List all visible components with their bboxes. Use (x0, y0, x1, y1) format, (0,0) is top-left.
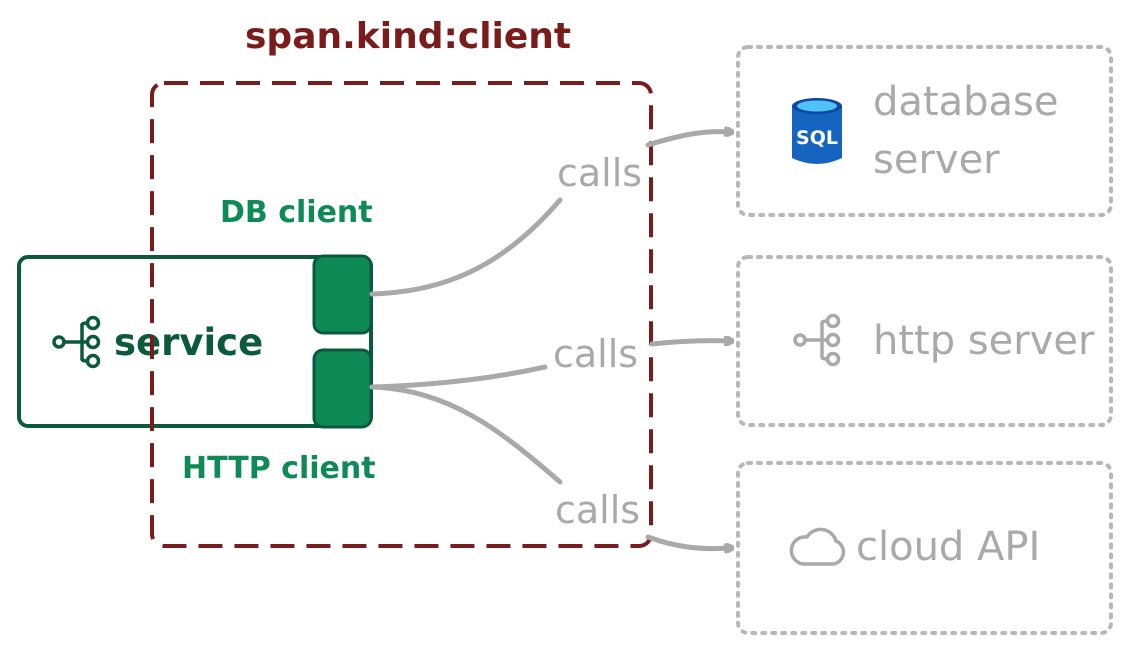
db-call-arrow (645, 132, 730, 148)
db-call-line (369, 197, 563, 297)
http-server-label: http server (873, 318, 1095, 364)
sql-badge: SQL (796, 127, 838, 149)
cloud-api-label: cloud API (856, 524, 1040, 570)
database-server-label-line2: server (873, 137, 1000, 183)
database-server-box (736, 45, 1113, 217)
cloud-icon (789, 527, 846, 566)
cloud-call-line (369, 384, 563, 485)
db-client-block (312, 254, 373, 335)
http-client-block (312, 348, 373, 429)
cloud-api-box (736, 461, 1113, 635)
sql-database-icon: SQL (792, 98, 842, 164)
service-node-icon (52, 315, 101, 369)
cloud-calls-label: calls (555, 488, 640, 532)
service-box (17, 255, 373, 428)
db-client-label: DB client (220, 195, 373, 230)
http-call-arrow (649, 341, 730, 347)
database-server-label-line1: database (873, 79, 1058, 125)
span-boundary (150, 81, 653, 548)
db-calls-label: calls (557, 151, 642, 195)
service-label: service (114, 321, 263, 364)
http-client-label: HTTP client (182, 451, 376, 486)
http-call-line (369, 364, 548, 390)
diagram-title: span.kind:client (245, 16, 571, 57)
http-calls-label: calls (553, 332, 638, 376)
http-server-box (736, 255, 1113, 427)
http-server-node-icon (793, 313, 841, 367)
cloud-call-arrow (645, 534, 730, 549)
